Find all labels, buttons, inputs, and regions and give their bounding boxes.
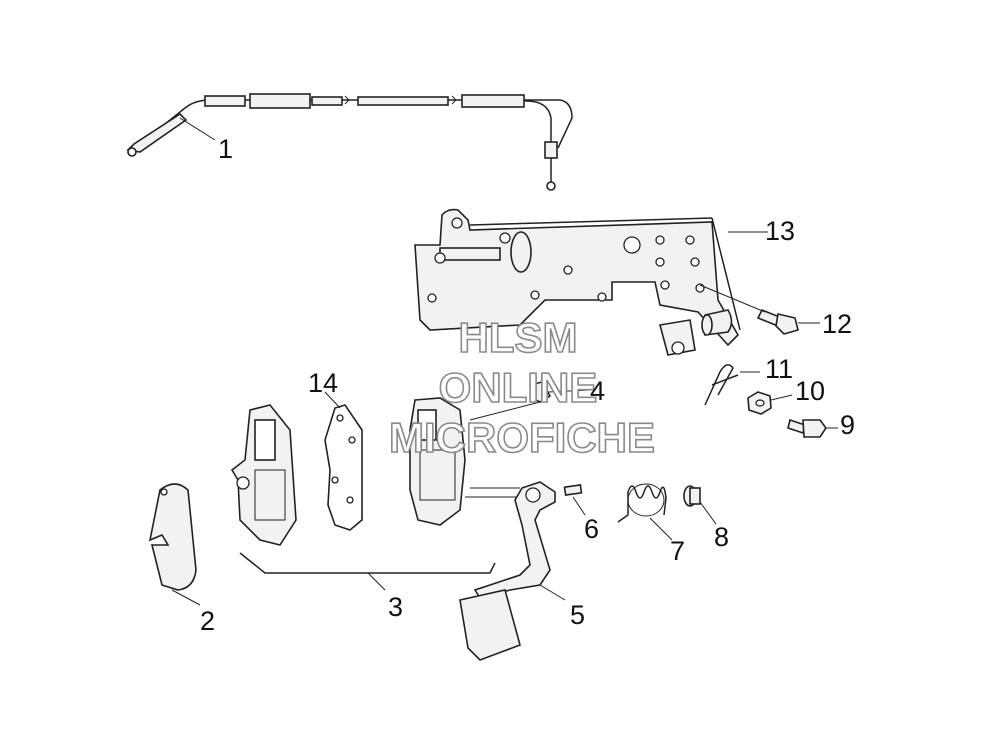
watermark-line2: ONLINE	[439, 364, 598, 411]
callout-6: 6	[584, 514, 599, 544]
callout-5: 5	[570, 600, 585, 630]
part-7-spring	[617, 483, 673, 541]
part-8-bushing	[683, 485, 717, 525]
callout-12: 12	[822, 309, 852, 339]
callout-4: 4	[590, 376, 605, 406]
part-9-bolt	[787, 418, 838, 438]
part-2-cover	[148, 483, 201, 606]
part-5-pedal	[459, 481, 566, 661]
part-10-nut	[747, 391, 793, 415]
part-11-clip	[704, 364, 760, 406]
callout-2: 2	[200, 606, 215, 636]
callout-10: 10	[795, 376, 825, 406]
callout-7: 7	[670, 536, 685, 566]
watermark-line1: HLSM	[459, 314, 578, 361]
leader-1	[179, 117, 216, 141]
part-14-gasket	[324, 391, 363, 531]
callout-8: 8	[714, 522, 729, 552]
part-1-cable	[126, 93, 573, 191]
callout-14: 14	[308, 368, 338, 398]
callout-13: 13	[765, 216, 795, 246]
callout-9: 9	[840, 410, 855, 440]
part-4-stud	[469, 381, 591, 421]
callout-11: 11	[765, 354, 793, 384]
watermark: HLSM ONLINE MICROFICHE	[388, 313, 656, 462]
part-13-bracket	[414, 208, 768, 356]
watermark-line3: MICROFICHE	[389, 414, 655, 461]
part-6-key	[563, 484, 586, 516]
callout-1: 1	[218, 134, 233, 164]
callout-3: 3	[388, 592, 403, 622]
part-12-bolt	[699, 284, 820, 335]
part-3-housing	[230, 397, 525, 591]
